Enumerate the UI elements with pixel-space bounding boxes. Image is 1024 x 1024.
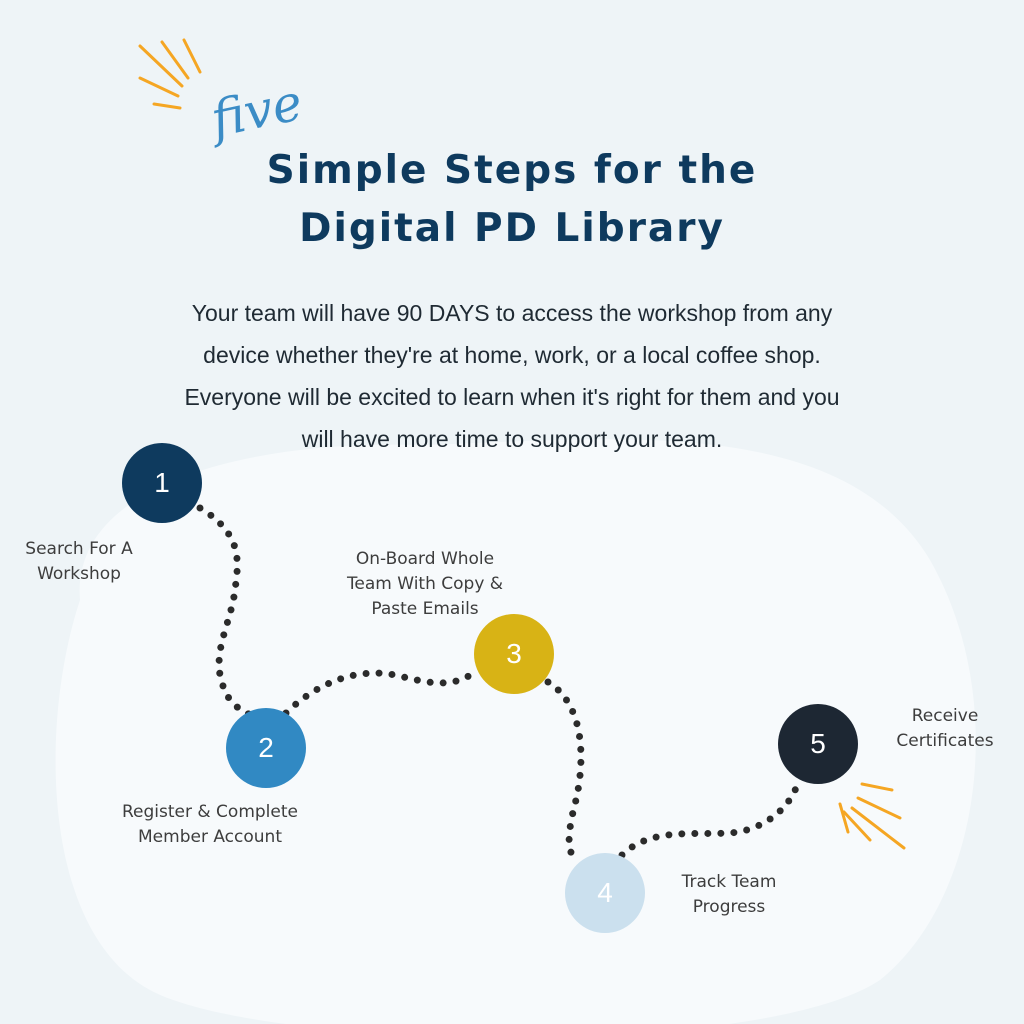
- step-3-label-line-3: Paste Emails: [371, 599, 479, 619]
- step-1-label: Search For A Workshop: [0, 537, 158, 587]
- step-5-circle: 5: [778, 704, 858, 784]
- step-1-number: 1: [154, 467, 170, 498]
- step-3-circle: 3: [474, 614, 554, 694]
- step-5-number: 5: [810, 728, 826, 759]
- title-line-2: Digital PD Library: [299, 206, 725, 251]
- step-2-label: Register & Complete Member Account: [90, 800, 330, 850]
- intro-line-1: Your team will have 90 DAYS to access th…: [191, 300, 833, 326]
- title-line-1: Simple Steps for the: [266, 148, 758, 193]
- step-1-label-line-1: Search For A: [25, 539, 133, 559]
- step-3-label-line-2: Team With Copy &: [346, 574, 504, 594]
- step-4-circle: 4: [565, 853, 645, 933]
- step-4-label-line-2: Progress: [692, 897, 766, 917]
- step-5-label: Receive Certificates: [880, 704, 1010, 754]
- step-2-label-line-2: Member Account: [138, 827, 282, 847]
- step-2-label-line-1: Register & Complete: [122, 802, 298, 822]
- step-path-dots: [196, 504, 800, 864]
- step-5-label-line-2: Certificates: [896, 731, 994, 751]
- step-4-label: Track Team Progress: [650, 870, 808, 920]
- intro-line-2: device whether they're at home, work, or…: [203, 342, 821, 368]
- step-4-number: 4: [597, 877, 613, 908]
- step-2-circle: 2: [226, 708, 306, 788]
- step-4-label-line-1: Track Team: [681, 872, 777, 892]
- background-blob-shape: [55, 439, 976, 1024]
- step-3-number: 3: [506, 638, 522, 669]
- intro-line-4: will have more time to support your team…: [301, 426, 723, 452]
- step-3-label-line-1: On-Board Whole: [355, 549, 495, 569]
- step-1-label-line-2: Workshop: [37, 564, 121, 584]
- step-5-label-line-1: Receive: [911, 706, 979, 726]
- step-3-label: On-Board Whole Team With Copy & Paste Em…: [315, 547, 535, 622]
- step-1-circle: 1: [122, 443, 202, 523]
- step-2-number: 2: [258, 732, 274, 763]
- intro-line-3: Everyone will be excited to learn when i…: [184, 384, 840, 410]
- intro-paragraph: Your team will have 90 DAYS to access th…: [90, 292, 934, 460]
